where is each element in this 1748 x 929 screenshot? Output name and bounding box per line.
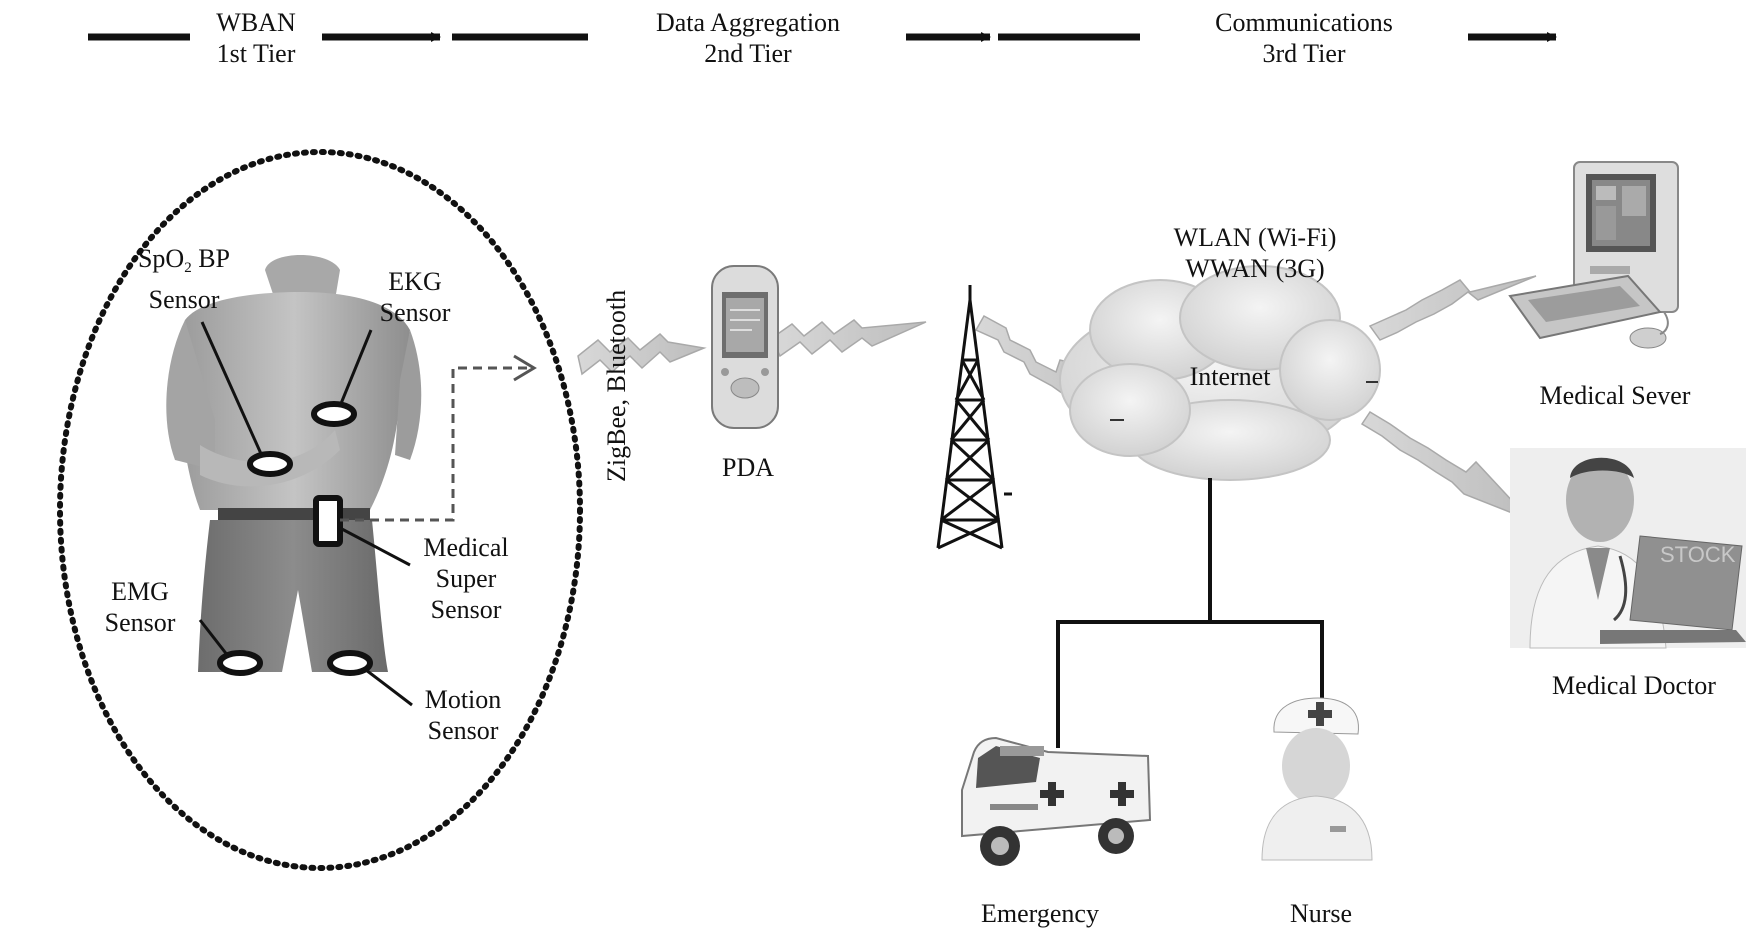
spo2-bp-line1: SpO2 BP (137, 244, 231, 276)
stock-watermark: STOCK (1660, 542, 1736, 567)
zigbee-bluetooth-label: ZigBee, Bluetooth (602, 289, 631, 482)
ambulance-icon (961, 736, 1152, 866)
cell-tower-icon (936, 285, 1012, 550)
motion-line1: Motion (424, 685, 502, 714)
internet-label: Internet (1189, 362, 1271, 391)
patient-body-figure (166, 255, 422, 672)
tier3-title: Communications (1215, 8, 1393, 37)
super-sensor-uplink-arrowhead (513, 354, 537, 382)
tier2-subtitle: 2nd Tier (704, 39, 792, 68)
wireless-network-label: WLAN (Wi-Fi) WWAN (3G) (1140, 222, 1370, 284)
medical-doctor-label: Medical Doctor (1552, 671, 1716, 700)
ekg-line2: Sensor (379, 298, 451, 327)
emg-sensor-label: EMG Sensor (90, 576, 190, 638)
spo2-bp-sensor-label: SpO2 BP Sensor (116, 243, 252, 315)
ekg-sensor-label: EKG Sensor (360, 266, 470, 328)
tier2-label: Data Aggregation 2nd Tier (600, 7, 896, 69)
super-line3: Sensor (430, 595, 502, 624)
motion-sensor-node (327, 650, 373, 676)
medical-doctor-icon (1510, 448, 1746, 649)
tier1-label: WBAN 1st Tier (190, 7, 322, 69)
tier1-title: WBAN (216, 8, 296, 37)
pda-label: PDA (721, 453, 774, 482)
internet-distribution-lines (1056, 478, 1324, 748)
link-body-pda (577, 332, 707, 376)
wlan-label: WLAN (Wi-Fi) (1173, 223, 1337, 252)
emg-line1: EMG (111, 577, 169, 606)
motion-sensor-label: Motion Sensor (408, 684, 518, 746)
wwan-label: WWAN (3G) (1185, 254, 1325, 283)
link-cloud-server (1368, 275, 1537, 341)
tier2-title: Data Aggregation (655, 8, 841, 37)
nurse-icon (1261, 697, 1373, 861)
emergency-label: Emergency (981, 899, 1099, 928)
internet-cloud-icon (1059, 265, 1381, 481)
medical-server-icon (1508, 161, 1679, 349)
super-sensor-uplink-arrow (340, 366, 530, 522)
medical-server-label: Medical Sever (1539, 381, 1691, 410)
tier3-subtitle: 3rd Tier (1262, 39, 1346, 68)
tier1-subtitle: 1st Tier (216, 39, 296, 68)
emg-sensor-node (217, 650, 263, 676)
emg-line2: Sensor (104, 608, 176, 637)
nurse-label: Nurse (1289, 899, 1353, 928)
spo2-bp-line2: Sensor (148, 285, 220, 314)
super-line2: Super (435, 564, 497, 593)
motion-line2: Sensor (427, 716, 499, 745)
pda-device-icon (711, 265, 779, 429)
ekg-line1: EKG (388, 267, 442, 296)
wban-boundary-ellipse (57, 149, 583, 871)
medical-super-sensor-node (313, 495, 343, 547)
body-sensors (217, 401, 373, 676)
link-cloud-doctor (1360, 410, 1531, 521)
sensor-leader-lines (198, 321, 413, 707)
super-line1: Medical (423, 533, 509, 562)
medical-super-sensor-label: Medical Super Sensor (406, 532, 526, 625)
tier3-label: Communications 3rd Tier (1150, 7, 1458, 69)
link-pda-tower (771, 319, 927, 358)
ekg-sensor-node (311, 401, 357, 427)
spo2-bp-sensor-node (247, 451, 293, 477)
